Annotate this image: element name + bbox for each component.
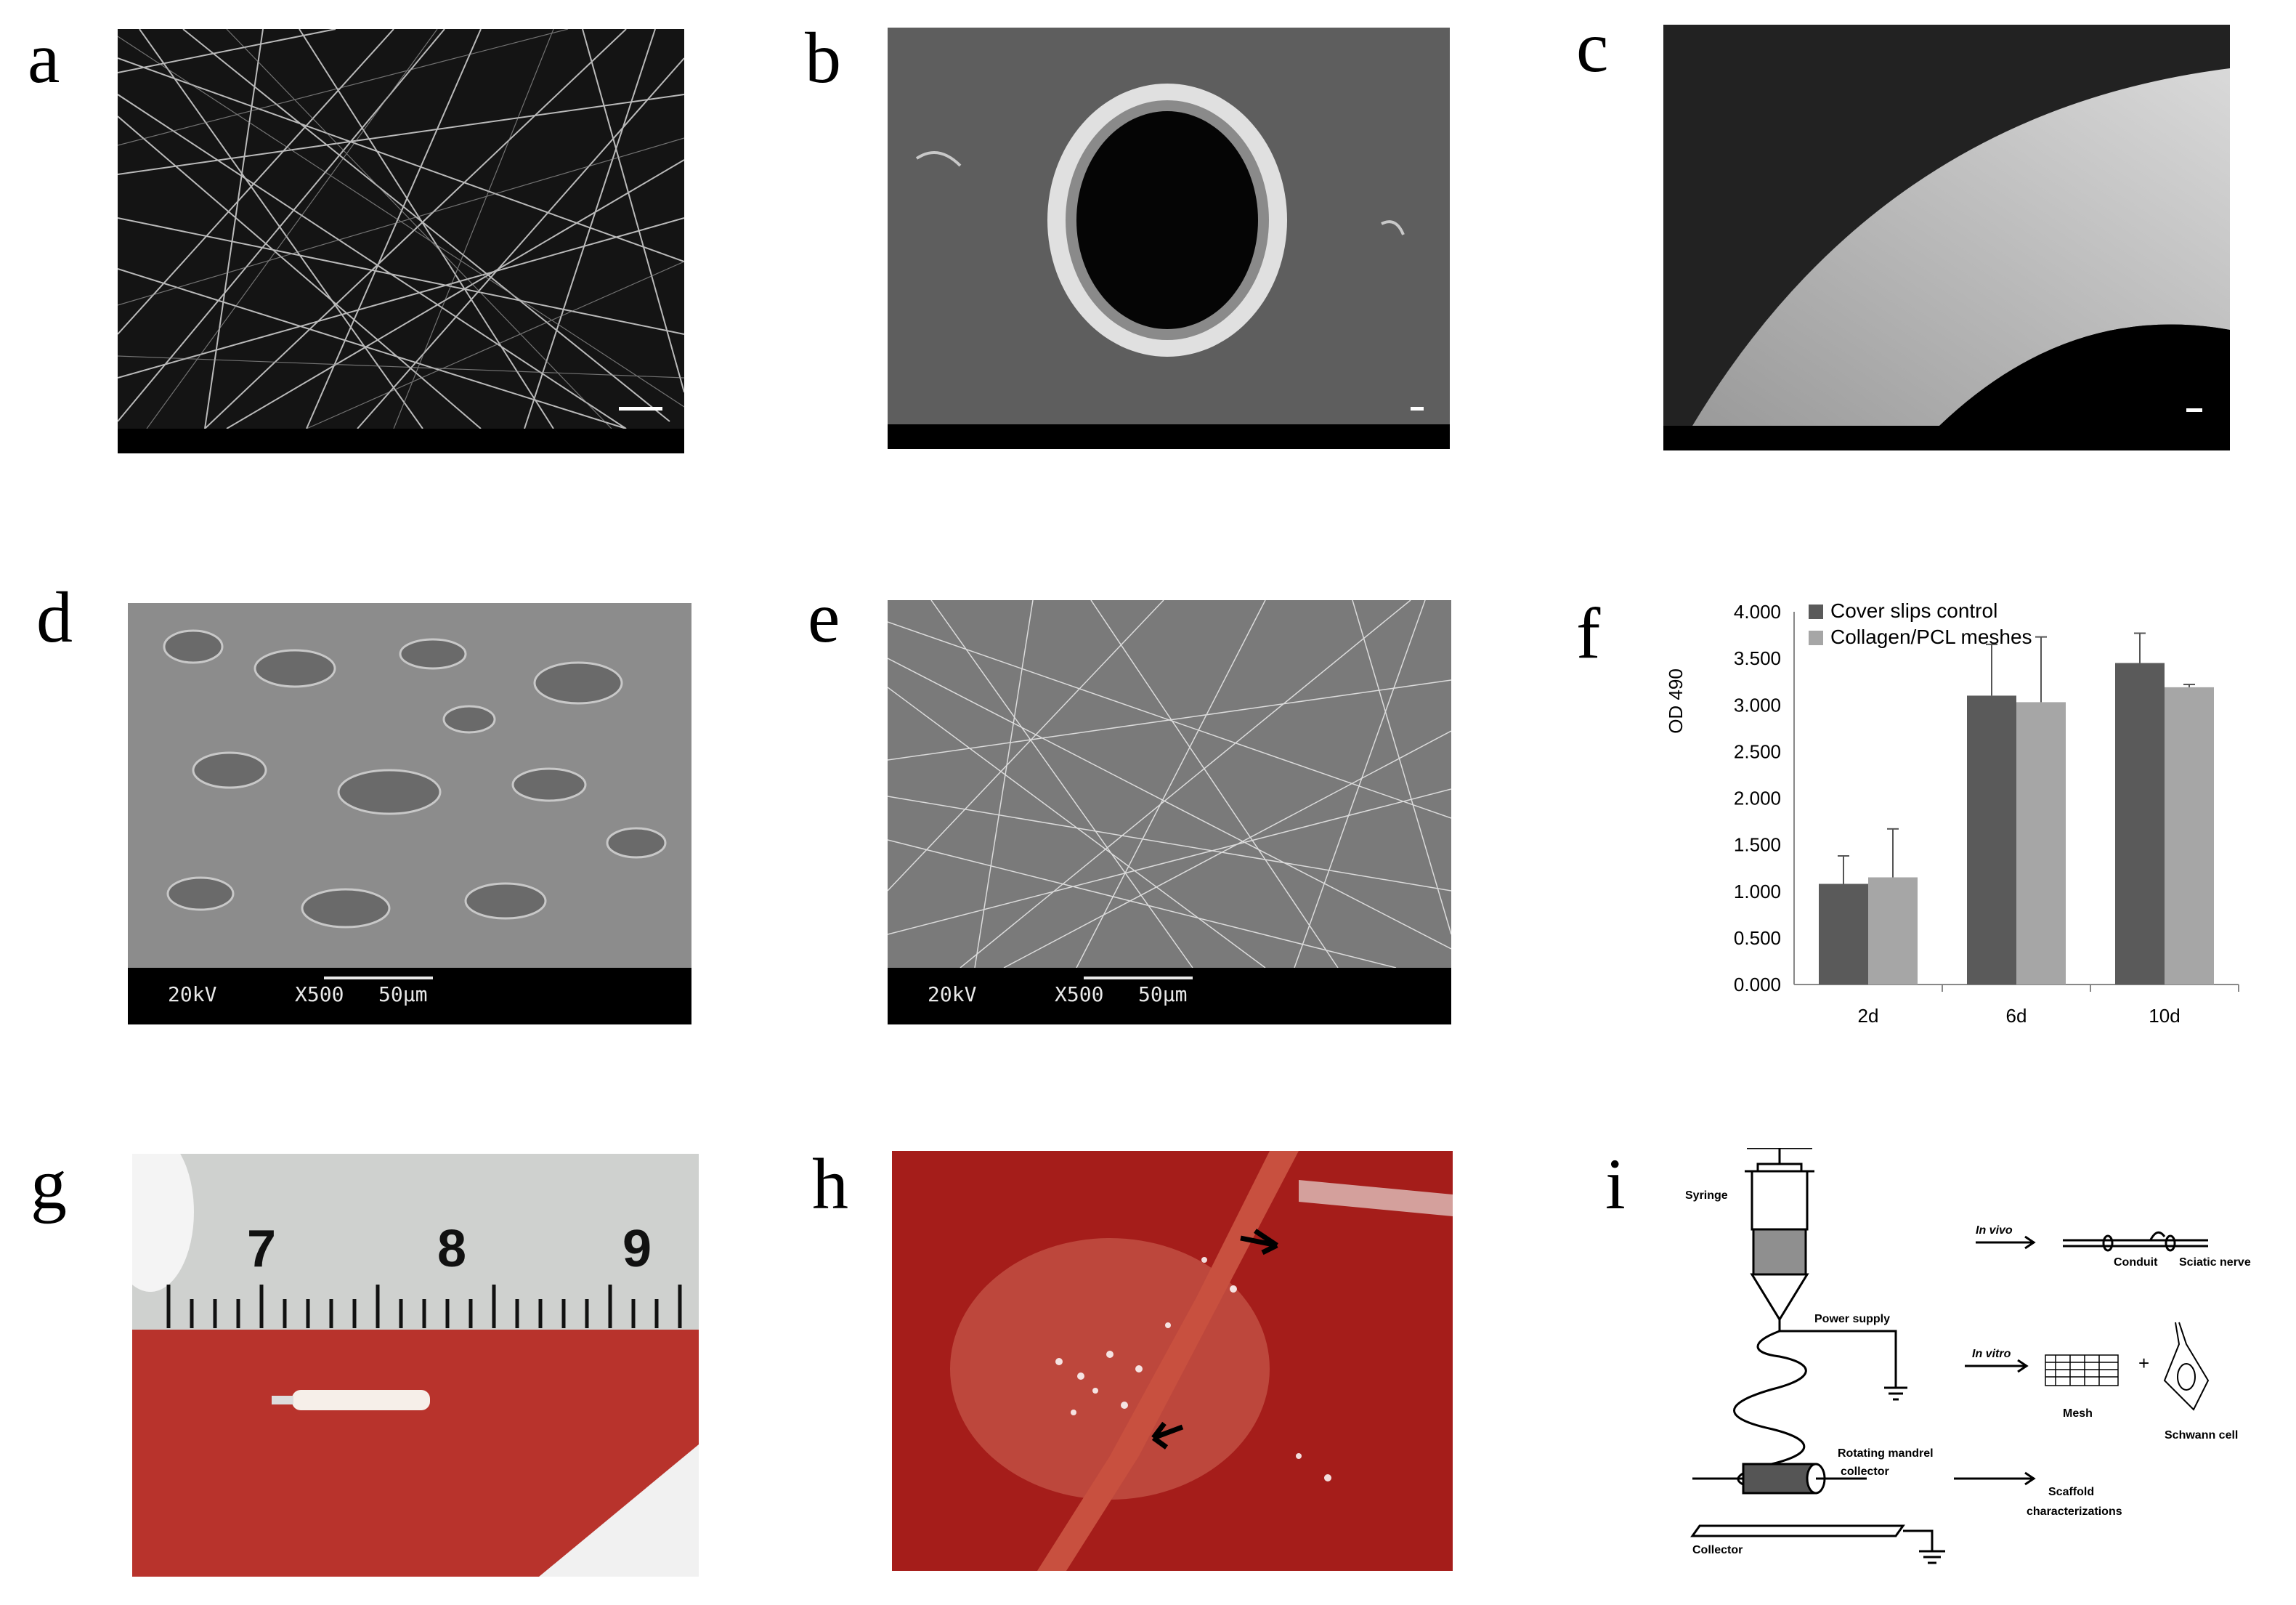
sem-info-bar <box>888 424 1450 449</box>
label-rotating-mandrel: Rotating mandrel <box>1838 1447 1934 1460</box>
panel-label-a: a <box>28 17 60 98</box>
sem-image-fiber-mesh <box>118 29 684 453</box>
bar <box>1967 695 2016 985</box>
y-tick-label: 1.000 <box>1734 881 1781 902</box>
y-tick-label: 3.500 <box>1734 647 1781 669</box>
sem-info-bar <box>118 429 684 453</box>
bar <box>1868 877 1918 985</box>
bar <box>2165 687 2214 985</box>
y-tick-label: 3.000 <box>1734 694 1781 716</box>
bar <box>2016 702 2066 985</box>
sem-magnification-label: X500 <box>1055 982 1104 1006</box>
legend-label: Cover slips control <box>1830 599 1997 622</box>
sem-image-collagen-pcl-mesh: 20kV X500 50µm <box>888 600 1451 1024</box>
y-tick-label: 4.000 <box>1734 601 1781 623</box>
panel-label-g: g <box>31 1144 67 1224</box>
electrospinning-schematic: + Syringe Power supply Rotating mandrel … <box>1685 1148 2251 1564</box>
panel-label-i: i <box>1605 1144 1626 1224</box>
bar <box>1819 884 1868 985</box>
y-tick-label: 1.500 <box>1734 834 1781 856</box>
plus-sign: + <box>2138 1352 2149 1374</box>
sem-image-conduit-wall <box>1663 25 2230 450</box>
label-mesh: Mesh <box>2063 1407 2093 1420</box>
nerve-conduit <box>292 1390 430 1410</box>
label-collector: Collector <box>1692 1544 1743 1556</box>
x-tick-label: 6d <box>2006 1005 2027 1027</box>
ruler-number: 9 <box>622 1220 652 1278</box>
label-scaffold: Scaffold <box>2048 1486 2094 1498</box>
arrow-distal <box>1151 1421 1184 1450</box>
label-sciatic-nerve: Sciatic nerve <box>2179 1256 2251 1269</box>
arrow-proximal <box>1240 1229 1278 1256</box>
bar <box>2115 663 2165 985</box>
conduit-wall-closeup <box>1663 25 2230 426</box>
bar-chart-od490: OD 490 0.000 0.500 1.000 1.500 2.000 2.500 3.0… <box>1665 599 2239 1027</box>
sem-kv-label: 20kV <box>928 982 977 1006</box>
panel-label-c: c <box>1576 7 1609 87</box>
panel-label-e: e <box>808 577 840 658</box>
y-tick-label: 0.500 <box>1734 927 1781 949</box>
legend-label: Collagen/PCL meshes <box>1830 626 2032 648</box>
x-tick-label: 2d <box>1858 1005 1879 1027</box>
nerve-photo-illustration <box>892 1151 1453 1571</box>
sem-scale-line <box>324 977 433 979</box>
y-tick-label: 2.000 <box>1734 788 1781 809</box>
ruler-number: 8 <box>437 1220 466 1278</box>
label-characterizations: characterizations <box>2027 1505 2122 1518</box>
sem-image-coverslip-control: 20kV X500 50µm <box>128 603 691 1024</box>
label-conduit: Conduit <box>2114 1256 2158 1269</box>
sem-scale-label: 50µm <box>1138 982 1188 1006</box>
conduit-cross-section <box>888 28 1450 424</box>
sem-scale-bar: 20kV X500 50µm <box>128 968 691 1024</box>
legend-swatch <box>1809 631 1823 645</box>
y-tick-label: 0.000 <box>1734 974 1781 995</box>
label-syringe: Syringe <box>1685 1189 1728 1202</box>
sem-image-conduit-cross-section <box>888 28 1450 449</box>
label-mandrel-collector: collector <box>1841 1465 1889 1478</box>
panel-label-h: h <box>812 1144 848 1224</box>
implant-photo-illustration: 7 8 9 <box>132 1154 699 1577</box>
panel-label-d: d <box>36 577 73 658</box>
fiber-mesh-texture <box>118 29 684 429</box>
sem-scale-label: 50µm <box>378 982 428 1006</box>
y-tick-label: 2.500 <box>1734 740 1781 762</box>
ruler-ticks <box>166 1285 682 1328</box>
photo-regenerated-nerve <box>892 1151 1453 1571</box>
label-power-supply: Power supply <box>1814 1313 1890 1325</box>
sem-magnification-label: X500 <box>295 982 344 1006</box>
panel-label-b: b <box>805 17 841 98</box>
panel-label-f: f <box>1576 593 1601 674</box>
sem-scale-bar: 20kV X500 50µm <box>888 968 1451 1024</box>
label-in-vivo: In vivo <box>1976 1224 2013 1237</box>
legend-swatch <box>1809 605 1823 619</box>
mesh-cell-texture <box>888 600 1451 969</box>
label-in-vitro: In vitro <box>1972 1348 2011 1360</box>
photo-conduit-implant: 7 8 9 <box>132 1154 699 1577</box>
sem-kv-label: 20kV <box>168 982 217 1006</box>
cell-surface-texture <box>128 603 691 968</box>
label-schwann-cell: Schwann cell <box>2165 1429 2238 1442</box>
sem-scale-line <box>1084 977 1193 979</box>
x-tick-label: 10d <box>2149 1005 2180 1027</box>
ruler-number: 7 <box>247 1220 276 1278</box>
y-axis-label: OD 490 <box>1665 668 1687 734</box>
sem-info-bar <box>1663 426 2230 450</box>
